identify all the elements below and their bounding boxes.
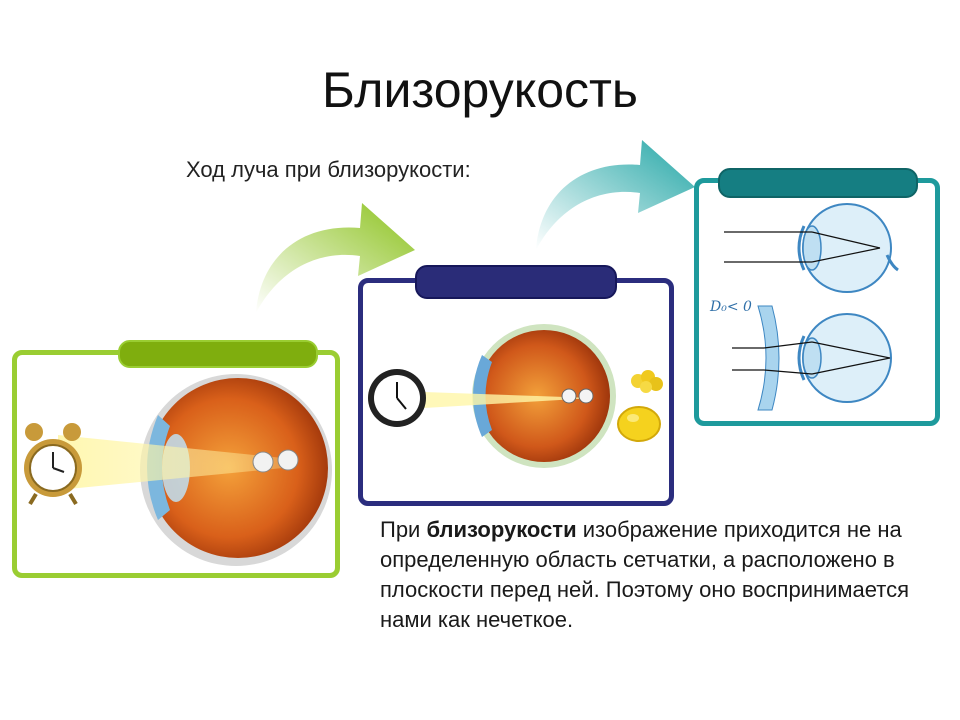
- wall-clock-icon: [368, 369, 426, 427]
- green-frame-tab: [118, 340, 318, 368]
- grapes-icon: [631, 370, 663, 393]
- lemon-icon: [617, 406, 661, 442]
- description-bold: близорукости: [426, 517, 577, 542]
- teal-frame-tab: [718, 168, 918, 198]
- subtitle: Ход луча при близорукости:: [186, 157, 471, 182]
- description: При близорукости изображение приходится …: [380, 515, 940, 635]
- eye-ray-diagram: [724, 203, 899, 411]
- alarm-clock-icon: [24, 423, 82, 506]
- description-before: При: [380, 517, 427, 542]
- description-after: изображение приходится не на определенну…: [380, 517, 910, 632]
- eye-cross-section-medium: [424, 324, 616, 468]
- lens-power-label: D₀< 0: [710, 299, 752, 315]
- curved-arrow-icon: [536, 140, 695, 250]
- curved-arrow-icon: [256, 203, 415, 313]
- navy-frame-tab: [415, 265, 617, 299]
- page-title: Близорукость: [322, 62, 638, 118]
- eye-cross-section-large: [58, 374, 332, 566]
